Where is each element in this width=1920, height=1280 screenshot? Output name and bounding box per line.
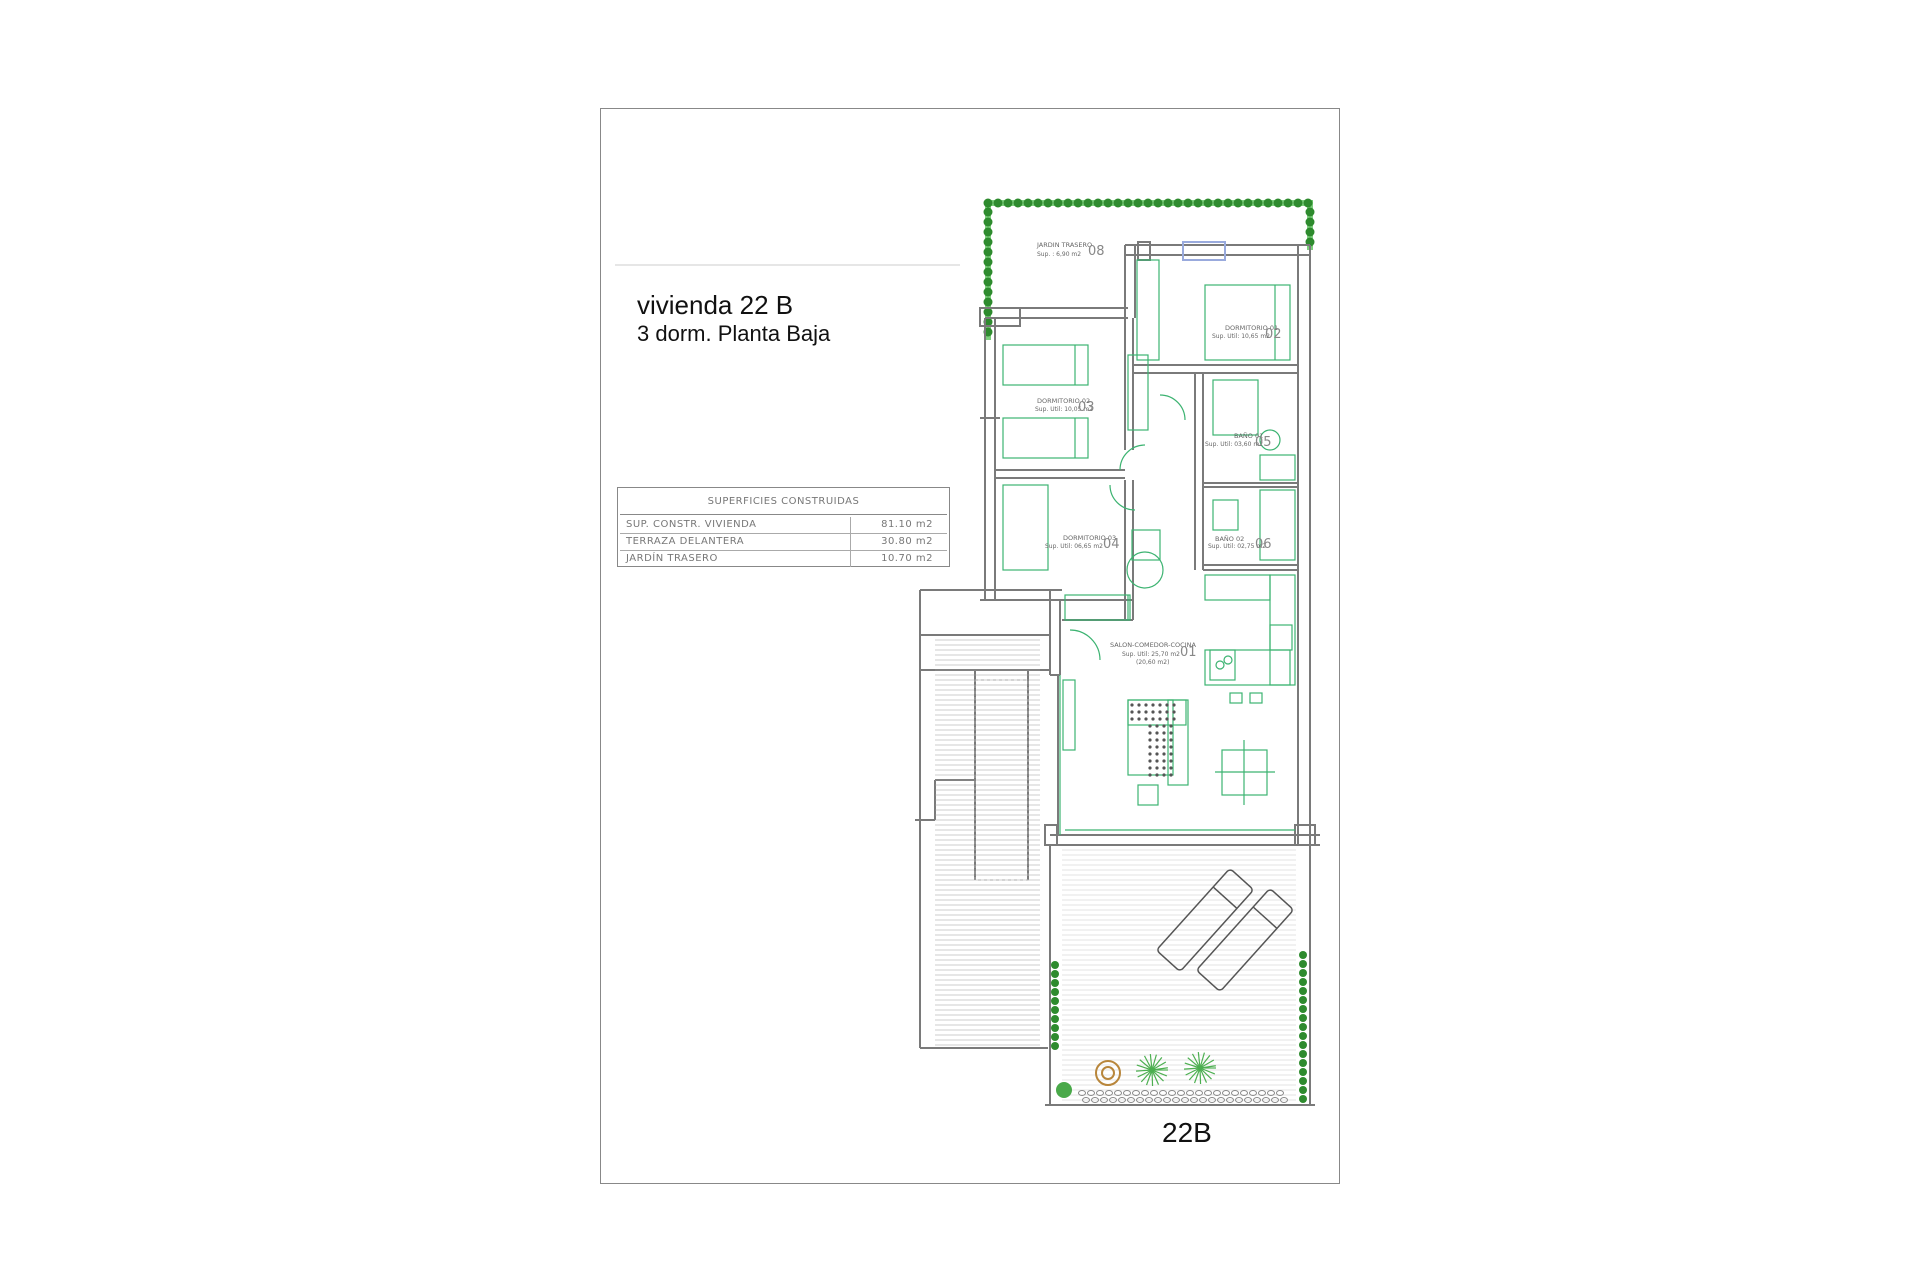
room-number-bano1: 05 [1255,435,1272,450]
unit-label: 22B [1162,1117,1212,1148]
plan-title: vivienda 22 B 3 dorm. Planta Baja [637,290,830,348]
room-area-salon: Sup. Util: 25,70 m2 [1122,651,1180,658]
room-name-dorm2: DORMITORIO 02 [1037,397,1090,405]
surfaces-row: JARDÍN TRASERO 10.70 m2 [620,551,947,567]
sun-loungers [1157,869,1293,991]
room-name-salon: SALON-COMEDOR-COCINA [1110,641,1196,649]
room-number-jardin: 08 [1088,244,1105,259]
stair-steps [935,639,1040,1046]
room-number-dorm1: 02 [1265,327,1282,342]
drawing-sheet [600,108,1340,1184]
room-number-dorm2: 03 [1078,400,1095,415]
hedge-plants [983,198,1315,337]
room-name-dorm3: DORMITORIO 03 [1063,534,1116,542]
room-name-bano1: BAÑO 01 [1234,431,1263,440]
room-number-salon: 01 [1180,645,1197,660]
terrace-hedge [1051,951,1307,1103]
surface-value: 30.80 m2 [881,536,933,547]
surface-value: 81.10 m2 [881,519,933,530]
room-area-bano1: Sup. Util: 03,60 m2 [1205,441,1263,448]
room-number-dorm3: 04 [1103,537,1120,552]
gravel-border [1078,1090,1288,1103]
plan-title-line1: vivienda 22 B [637,290,794,320]
room-area-dorm2: Sup. Util: 10,05 m2 [1035,406,1093,413]
furniture [1002,259,1296,835]
surfaces-row: TERRAZA DELANTERA 30.80 m2 [620,534,947,551]
sofa-cushion-pattern [1130,703,1176,777]
room-name-bano2: BAÑO 02 [1215,534,1244,543]
surfaces-table: SUPERFICIES CONSTRUIDAS SUP. CONSTR. VIV… [617,487,950,567]
room-name-jardin: JARDIN TRASERO [1036,241,1092,249]
terrace-plants [1056,1060,1121,1098]
terrace-decking [1062,849,1296,1101]
room-area-dorm1: Sup. Util: 10,65 m2 [1212,333,1270,340]
room-area-salon-alt: (20,60 m2) [1136,659,1169,666]
room-area-dorm3: Sup. Util: 06,65 m2 [1045,543,1103,550]
room-name-dorm1: DORMITORIO 01 [1225,324,1278,332]
surfaces-table-header: SUPERFICIES CONSTRUIDAS [620,490,947,515]
surface-value: 10.70 m2 [881,553,933,564]
surface-name: SUP. CONSTR. VIVIENDA [620,517,851,533]
stair-dashed-outline [974,679,1029,881]
surface-name: JARDÍN TRASERO [620,551,851,567]
plan-title-line2: 3 dorm. Planta Baja [637,321,831,346]
exterior-walls [915,241,1320,1106]
room-area-jardin: Sup. : 6,90 m2 [1037,251,1081,258]
surfaces-row: SUP. CONSTR. VIVIENDA 81.10 m2 [620,517,947,534]
room-area-bano2: Sup. Util: 02,75 m2 [1208,543,1266,550]
surface-name: TERRAZA DELANTERA [620,534,851,550]
room-labels: JARDIN TRASERO Sup. : 6,90 m2 08 DORMITO… [1035,241,1282,666]
room-number-bano2: 06 [1255,537,1272,552]
palm-plants [1135,1052,1216,1087]
